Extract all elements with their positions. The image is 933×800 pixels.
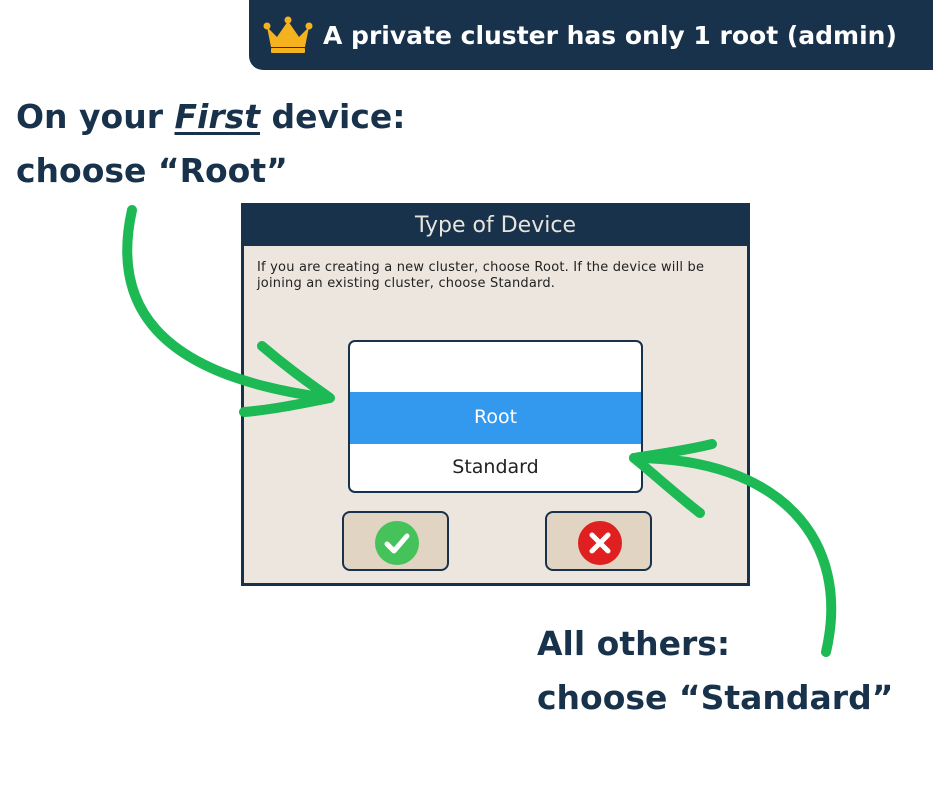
callout-first-suffix: device: [260,97,406,136]
dialog-message: If you are creating a new cluster, choos… [257,260,705,291]
device-type-list[interactable]: Root Standard [348,340,643,493]
list-item-root[interactable]: Root [350,392,641,444]
device-type-dialog: Type of Device If you are creating a new… [241,203,750,586]
dialog-title: Type of Device [244,206,747,246]
close-icon [578,521,622,565]
callout-others-line2: choose “Standard” [537,678,894,717]
banner-text: A private cluster has only 1 root (admin… [323,21,897,50]
callout-other-devices: All others: choose “Standard” [537,617,893,725]
cancel-button[interactable] [545,511,652,571]
callout-first-line2: choose “Root” [16,151,288,190]
callout-first-device: On your First device: choose “Root” [16,90,406,198]
list-item-blank[interactable] [350,342,641,392]
callout-first-prefix: On your [16,97,175,136]
callout-first-emphasis: First [174,97,261,136]
check-icon [375,521,419,565]
list-item-standard[interactable]: Standard [452,456,539,478]
crown-icon [263,16,313,53]
confirm-button[interactable] [342,511,449,571]
info-banner: A private cluster has only 1 root (admin… [249,0,933,70]
callout-others-line1: All others: [537,624,731,663]
callout-first-line1: On your First device: [16,90,406,144]
